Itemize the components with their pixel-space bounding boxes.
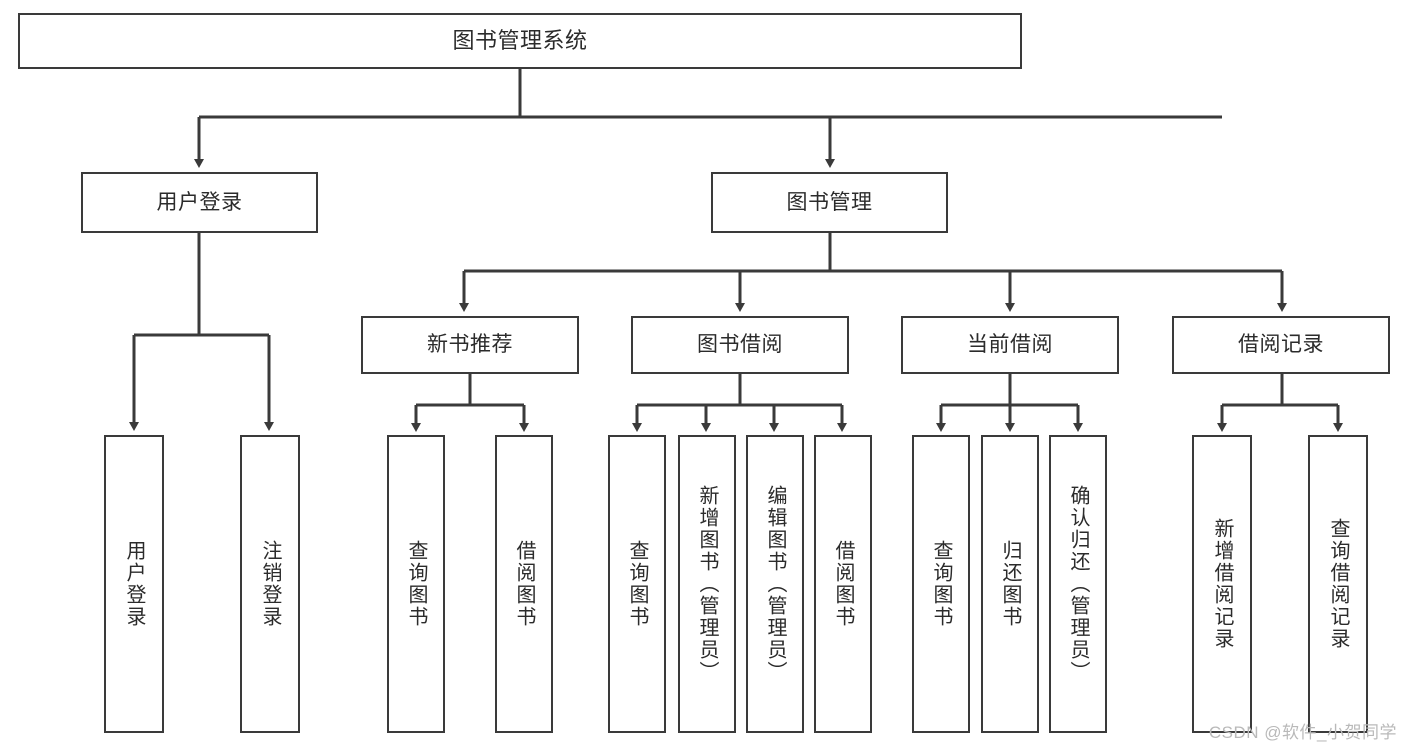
node-book-borrow-label: 图书借阅: [697, 333, 783, 357]
node-leaf-borrow-borrow-book-label: 借阅图书: [832, 540, 854, 628]
node-new-book-rec-label: 新书推荐: [427, 333, 513, 357]
node-book-manage-label: 图书管理: [786, 190, 873, 214]
node-leaf-rec-query-record-label: 查询借阅记录: [1327, 518, 1349, 650]
node-leaf-user-logout-label: 注销登录: [259, 540, 281, 628]
node-leaf-borrow-borrow-book[interactable]: 借阅图书: [814, 435, 872, 733]
node-leaf-rec-query-record[interactable]: 查询借阅记录: [1308, 435, 1368, 733]
node-root[interactable]: 图书管理系统: [18, 13, 1022, 69]
node-leaf-rec-borrow-book-label: 借阅图书: [513, 540, 535, 628]
csdn-watermark: CSDN @软件_小贺同学: [1208, 723, 1397, 742]
node-leaf-cur-query-book-label: 查询图书: [930, 540, 952, 628]
node-user-login-label: 用户登录: [156, 190, 243, 214]
node-leaf-cur-confirm-return[interactable]: 确认归还（管理员）: [1049, 435, 1107, 733]
node-leaf-user-login[interactable]: 用户登录: [104, 435, 164, 733]
node-current-borrow[interactable]: 当前借阅: [901, 316, 1119, 374]
node-leaf-cur-confirm-return-label: 确认归还（管理员）: [1067, 485, 1089, 683]
node-user-login[interactable]: 用户登录: [81, 172, 318, 233]
node-leaf-cur-query-book[interactable]: 查询图书: [912, 435, 970, 733]
node-leaf-cur-return-book[interactable]: 归还图书: [981, 435, 1039, 733]
node-leaf-borrow-edit-book-label: 编辑图书（管理员）: [764, 485, 786, 683]
node-root-label: 图书管理系统: [452, 27, 588, 53]
node-book-manage[interactable]: 图书管理: [711, 172, 948, 233]
node-leaf-borrow-edit-book[interactable]: 编辑图书（管理员）: [746, 435, 804, 733]
node-leaf-rec-query-book-label: 查询图书: [405, 540, 427, 628]
node-leaf-user-logout[interactable]: 注销登录: [240, 435, 300, 733]
node-leaf-borrow-add-book[interactable]: 新增图书（管理员）: [678, 435, 736, 733]
node-borrow-record-label: 借阅记录: [1238, 333, 1324, 357]
node-leaf-cur-return-book-label: 归还图书: [999, 540, 1021, 628]
node-leaf-rec-add-record[interactable]: 新增借阅记录: [1192, 435, 1252, 733]
node-borrow-record[interactable]: 借阅记录: [1172, 316, 1390, 374]
node-leaf-borrow-add-book-label: 新增图书（管理员）: [696, 485, 718, 683]
node-new-book-rec[interactable]: 新书推荐: [361, 316, 579, 374]
node-book-borrow[interactable]: 图书借阅: [631, 316, 849, 374]
node-leaf-borrow-query-book[interactable]: 查询图书: [608, 435, 666, 733]
node-leaf-rec-add-record-label: 新增借阅记录: [1211, 518, 1233, 650]
node-current-borrow-label: 当前借阅: [967, 333, 1053, 357]
node-leaf-user-login-label: 用户登录: [123, 540, 145, 628]
node-leaf-rec-borrow-book[interactable]: 借阅图书: [495, 435, 553, 733]
node-leaf-borrow-query-book-label: 查询图书: [626, 540, 648, 628]
node-leaf-rec-query-book[interactable]: 查询图书: [387, 435, 445, 733]
